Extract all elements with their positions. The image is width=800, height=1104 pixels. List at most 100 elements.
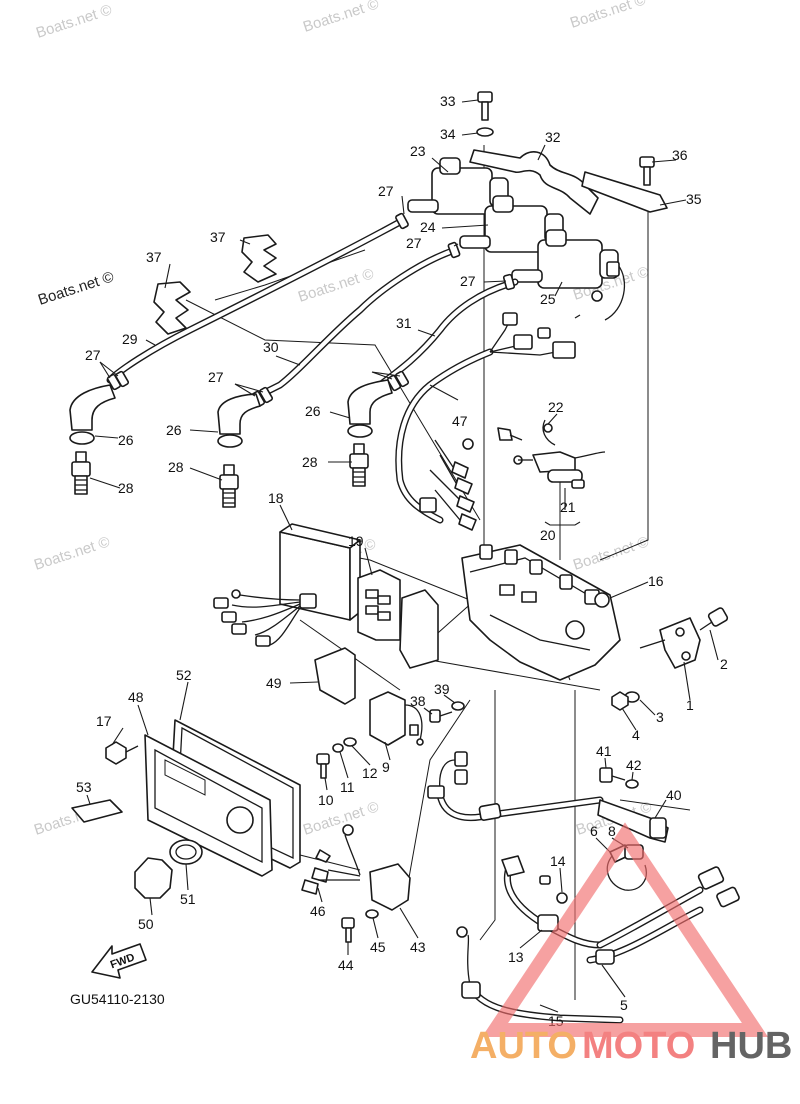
callout-27: 27 bbox=[85, 347, 101, 363]
callout-41: 41 bbox=[596, 743, 612, 759]
callout-27: 27 bbox=[460, 273, 476, 289]
callout-27: 27 bbox=[208, 369, 224, 385]
callout-16: 16 bbox=[648, 573, 664, 589]
callout-40: 40 bbox=[666, 787, 682, 803]
washer-45 bbox=[365, 909, 379, 919]
callout-5: 5 bbox=[620, 997, 628, 1013]
cover-48 bbox=[144, 734, 273, 877]
bracket-32 bbox=[469, 149, 599, 215]
bracket-49 bbox=[314, 647, 356, 705]
callout-22: 22 bbox=[548, 399, 564, 415]
callout-27: 27 bbox=[378, 183, 394, 199]
callout-29: 29 bbox=[122, 331, 138, 347]
washer-42 bbox=[625, 779, 639, 789]
callout-39: 39 bbox=[434, 681, 450, 697]
watermark: Boats.net © bbox=[36, 268, 116, 308]
callout-8: 8 bbox=[608, 823, 616, 839]
callout-38: 38 bbox=[410, 693, 426, 709]
callout-26: 26 bbox=[118, 432, 134, 448]
battery-cable-13 bbox=[501, 855, 604, 949]
callout-28: 28 bbox=[302, 454, 318, 470]
callout-27: 27 bbox=[406, 235, 422, 251]
rectifier-parts-20-21-22 bbox=[497, 419, 606, 489]
logo-text-hub: HUB bbox=[710, 1025, 792, 1067]
callout-51: 51 bbox=[180, 891, 196, 907]
relay-9 bbox=[369, 691, 424, 746]
washer-11 bbox=[332, 743, 344, 753]
spark-plug-28-middle bbox=[219, 464, 239, 508]
callout-18: 18 bbox=[268, 490, 284, 506]
callout-48: 48 bbox=[128, 689, 144, 705]
callout-53: 53 bbox=[76, 779, 92, 795]
watermark: Boats.net © bbox=[301, 0, 381, 36]
callout-30: 30 bbox=[263, 339, 279, 355]
plug-cap-26-left bbox=[69, 384, 116, 445]
automotohub-logo: AUTO MOTO HUB bbox=[470, 822, 792, 1067]
callout-50: 50 bbox=[138, 916, 154, 932]
diagram-code: GU54110-2130 bbox=[70, 991, 165, 1007]
callout-44: 44 bbox=[338, 957, 354, 973]
plug-lead-30 bbox=[256, 246, 459, 399]
callout-9: 9 bbox=[382, 759, 390, 775]
bolt-44 bbox=[341, 917, 355, 943]
callout-36: 36 bbox=[672, 147, 688, 163]
washer-34 bbox=[476, 127, 494, 137]
watermark: Boats.net © bbox=[301, 798, 381, 838]
nut-4 bbox=[611, 691, 629, 711]
watermark: Boats.net © bbox=[32, 533, 112, 573]
logo-text-moto: MOTO bbox=[582, 1025, 695, 1067]
plug-lead-29 bbox=[106, 218, 404, 384]
plug-cap-26-right bbox=[347, 379, 393, 438]
callout-46: 46 bbox=[310, 903, 326, 919]
callout-33: 33 bbox=[440, 93, 456, 109]
callout-45: 45 bbox=[370, 939, 386, 955]
spark-plug-28-right bbox=[349, 443, 369, 487]
watermark: Boats.net © bbox=[568, 0, 648, 32]
label-53 bbox=[71, 799, 123, 823]
bracket-19 bbox=[357, 569, 439, 669]
callout-11: 11 bbox=[340, 779, 355, 795]
bolt-10 bbox=[316, 753, 330, 779]
plug-cap-26-middle bbox=[217, 393, 261, 448]
callout-28: 28 bbox=[168, 459, 184, 475]
spark-plug-28-left bbox=[71, 451, 91, 495]
watermark: Boats.net © bbox=[571, 533, 651, 573]
washer-12 bbox=[343, 737, 357, 747]
callout-47: 47 bbox=[452, 413, 468, 429]
callout-24: 24 bbox=[420, 219, 436, 235]
bolt-2 bbox=[699, 607, 729, 631]
leader-lines bbox=[86, 99, 719, 1013]
callout-6: 6 bbox=[590, 823, 598, 839]
callout-4: 4 bbox=[632, 727, 640, 743]
callout-14: 14 bbox=[550, 853, 566, 869]
callout-26: 26 bbox=[166, 422, 182, 438]
callout-32: 32 bbox=[545, 129, 561, 145]
ignition-coil-25 bbox=[511, 229, 626, 321]
sensor-cable-40 bbox=[427, 751, 669, 843]
callout-12: 12 bbox=[362, 765, 378, 781]
bolt-41 bbox=[599, 767, 626, 783]
callout-1: 1 bbox=[686, 697, 694, 713]
watermark-group: Boats.net © Boats.net © Boats.net © Boat… bbox=[32, 0, 654, 839]
bolt-36 bbox=[639, 156, 655, 186]
bolt-33 bbox=[477, 91, 493, 121]
ignition-coil-24 bbox=[459, 195, 564, 253]
connector-46 bbox=[301, 824, 361, 895]
plug-lead-31 bbox=[376, 278, 519, 389]
callout-21: 21 bbox=[560, 499, 576, 515]
bolt-38 bbox=[429, 709, 453, 723]
callout-19: 19 bbox=[348, 533, 364, 549]
cdi-unit-18 bbox=[213, 523, 361, 647]
watermark: Boats.net © bbox=[34, 1, 114, 41]
clamp-37-upper bbox=[241, 234, 277, 283]
callout-28: 28 bbox=[118, 480, 134, 496]
callout-37: 37 bbox=[146, 249, 162, 265]
callout-43: 43 bbox=[410, 939, 426, 955]
washer-39 bbox=[451, 701, 465, 711]
seal-51 bbox=[169, 839, 203, 865]
callout-13: 13 bbox=[508, 949, 524, 965]
clamp-43 bbox=[369, 863, 411, 911]
bolt-14 bbox=[539, 875, 568, 904]
callout-42: 42 bbox=[626, 757, 642, 773]
